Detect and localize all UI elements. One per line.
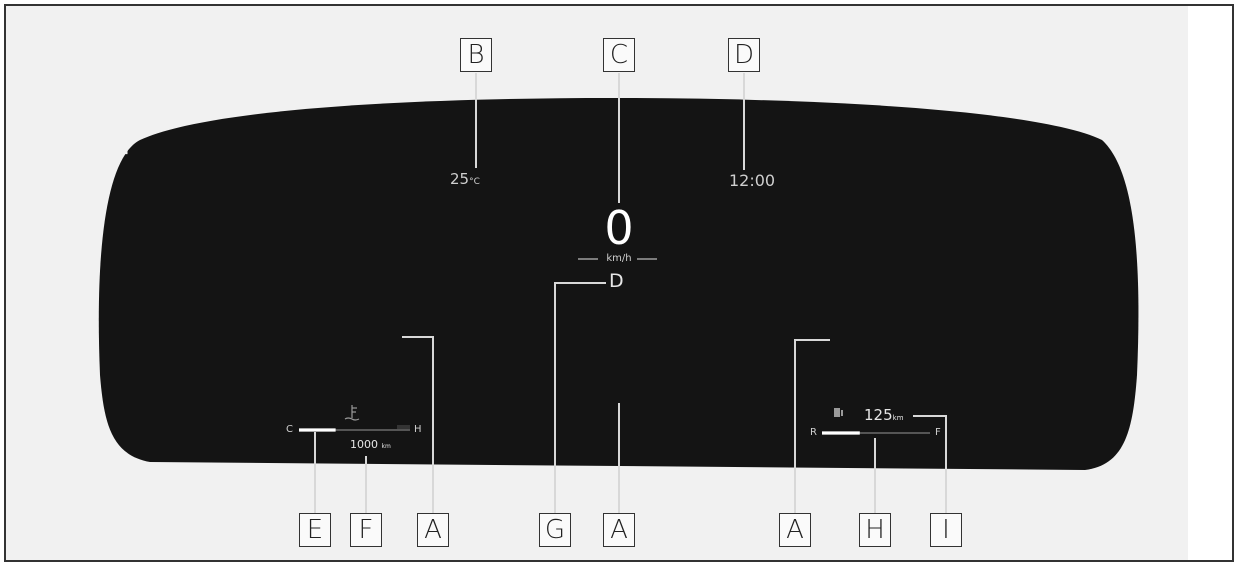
instrument-panel (98, 98, 1139, 470)
cruising-range: 125km (864, 406, 904, 424)
clock: 12:00 (729, 171, 776, 190)
speed-value: 0 (604, 201, 634, 255)
coolant-low-label: C (286, 424, 293, 435)
speed-unit: km/h (606, 253, 632, 264)
coolant-gauge (299, 425, 410, 432)
odometer: 1000 km (350, 438, 391, 451)
cruising-range-value: 125 (864, 406, 893, 424)
outside-temperature-value: 25 (450, 170, 470, 188)
callout-d: D (728, 38, 760, 72)
fuel-low-label: R (810, 427, 817, 438)
callout-i: I (930, 513, 962, 547)
callout-h: H (859, 513, 891, 547)
callout-a-right: A (779, 513, 811, 547)
odometer-value: 1000 (350, 438, 378, 451)
figure-margin (1188, 6, 1232, 560)
leader-lines (314, 73, 947, 513)
gear-indicator: D (609, 270, 624, 292)
outside-temperature-unit: °C (469, 177, 480, 187)
coolant-temp-icon (344, 405, 360, 421)
odometer-unit: km (381, 443, 391, 450)
callout-g: G (539, 513, 571, 547)
outside-temperature: 25°C (450, 170, 480, 188)
callout-a-center: A (603, 513, 635, 547)
callout-a-left: A (417, 513, 449, 547)
cruising-range-unit: km (892, 414, 904, 422)
coolant-high-label: H (414, 424, 422, 435)
callout-c: C (603, 38, 635, 72)
callout-b: B (460, 38, 492, 72)
fuel-pump-icon (834, 408, 843, 417)
fuel-high-label: F (935, 427, 941, 438)
callout-e: E (299, 513, 331, 547)
callout-f: F (350, 513, 382, 547)
